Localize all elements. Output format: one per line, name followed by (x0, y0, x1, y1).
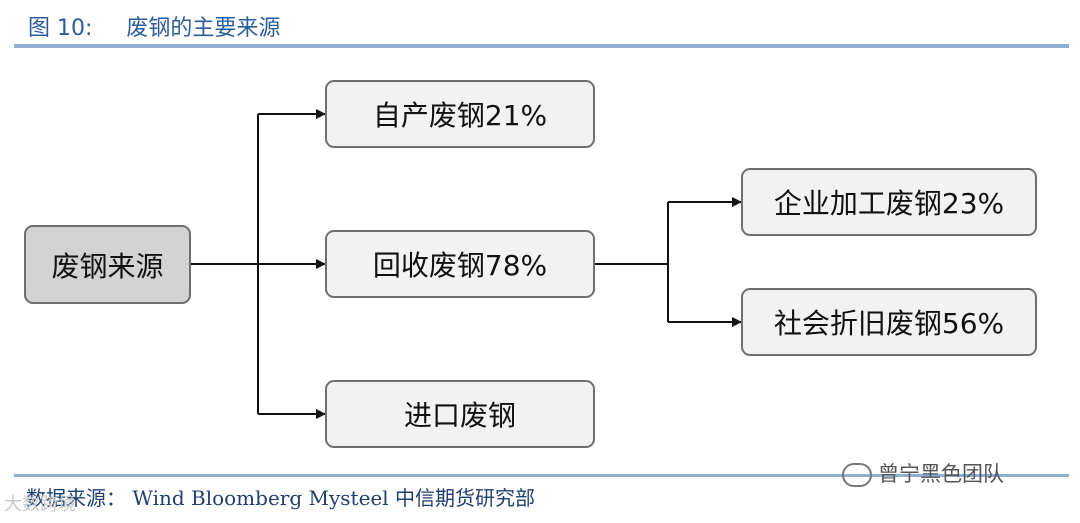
watermark-left: 大数跨境 (4, 494, 76, 515)
figure-number: 图 10: (28, 16, 93, 41)
figure-title: 废钢的主要来源 (126, 16, 281, 41)
node-root: 废钢来源 (24, 225, 191, 304)
source-en: Wind Bloomberg Mysteel (132, 486, 389, 510)
node-depreciation: 社会折旧废钢56% (741, 288, 1037, 356)
chat-bubble-icon (842, 463, 872, 487)
node-recycled: 回收废钢78% (325, 230, 595, 298)
watermark-right: 曾宁黑色团队 (842, 458, 1004, 488)
bottom-rule (14, 474, 1069, 477)
node-self-produced: 自产废钢21% (325, 80, 595, 148)
figure-caption: 图 10: 废钢的主要来源 (28, 10, 280, 42)
source-cn: 中信期货研究部 (395, 486, 536, 510)
node-imported: 进口废钢 (325, 380, 595, 448)
source-label: 数据来源： (26, 486, 126, 510)
node-processing: 企业加工废钢23% (741, 168, 1037, 236)
top-rule (14, 44, 1069, 48)
data-source: 数据来源： Wind Bloomberg Mysteel 中信期货研究部 (26, 482, 535, 511)
